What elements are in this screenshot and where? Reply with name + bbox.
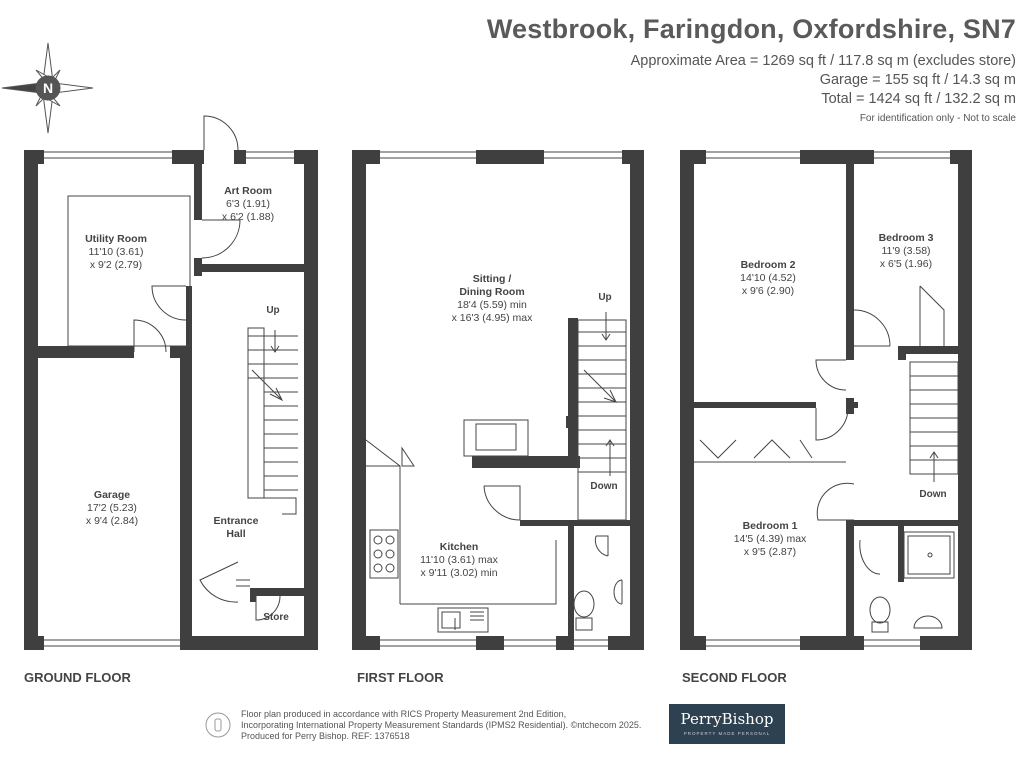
compass-icon [1, 42, 94, 134]
garage-area: Garage = 155 sq ft / 14.3 sq m [819, 72, 1016, 88]
ground-floor-walls [24, 150, 318, 650]
stairs-down-label: Down [919, 489, 947, 500]
room-art-room: Art Room 6'3 (1.91) x 6'2 (1.88) [221, 185, 275, 223]
property-address-title: Westbrook, Faringdon, Oxfordshire, SN7 [486, 14, 1016, 44]
total-area: Total = 1424 sq ft / 132.2 sq m [821, 91, 1016, 107]
floor-label-ground: GROUND FLOOR [24, 670, 131, 685]
room-bedroom-3: Bedroom 3 11'9 (3.58) x 6'5 (1.96) [878, 232, 934, 270]
brand-name: PerryBishop [680, 710, 774, 728]
ntchecom-logo-icon [205, 712, 231, 738]
second-floor-walls [680, 150, 972, 650]
room-entrance-hall: Entrance Hall [213, 515, 259, 540]
footer-line: Floor plan produced in accordance with R… [241, 709, 567, 719]
room-store: Store [263, 612, 289, 623]
brand-tagline: PROPERTY MADE PERSONAL [683, 731, 771, 736]
stairs-down-label: Down [590, 481, 618, 492]
room-sitting-dining: Sitting / Dining Room 18'4 (5.59) min x … [451, 273, 533, 324]
footer-line: Incorporating International Property Mea… [241, 720, 642, 730]
room-utility-room: Utility Room 11'10 (3.61) x 9'2 (2.79) [85, 233, 147, 271]
second-floor-details [694, 151, 959, 647]
floor-label-second: SECOND FLOOR [682, 670, 787, 685]
stairs-up-label: Up [266, 305, 280, 316]
room-bedroom-2: Bedroom 2 14'10 (4.52) x 9'6 (2.90) [740, 259, 796, 297]
room-garage: Garage 17'2 (5.23) x 9'4 (2.84) [85, 489, 139, 527]
compass-label: N [43, 80, 53, 96]
first-floor-details [365, 151, 627, 647]
footer-disclaimer: Floor plan produced in accordance with R… [241, 709, 641, 742]
footer-line: Produced for Perry Bishop. REF: 1376518 [241, 731, 410, 741]
stairs-up-label: Up [598, 292, 612, 303]
ground-floor-details [44, 115, 298, 647]
room-kitchen: Kitchen 11'10 (3.61) max x 9'11 (3.02) m… [420, 541, 498, 579]
first-floor-walls [352, 150, 644, 650]
perry-bishop-logo: PerryBishop PROPERTY MADE PERSONAL [669, 704, 785, 744]
approximate-area: Approximate Area = 1269 sq ft / 117.8 sq… [630, 53, 1016, 69]
identification-note: For identification only - Not to scale [859, 113, 1016, 124]
room-bedroom-1: Bedroom 1 14'5 (4.39) max x 9'5 (2.87) [733, 520, 807, 558]
floor-label-first: FIRST FLOOR [357, 670, 444, 685]
